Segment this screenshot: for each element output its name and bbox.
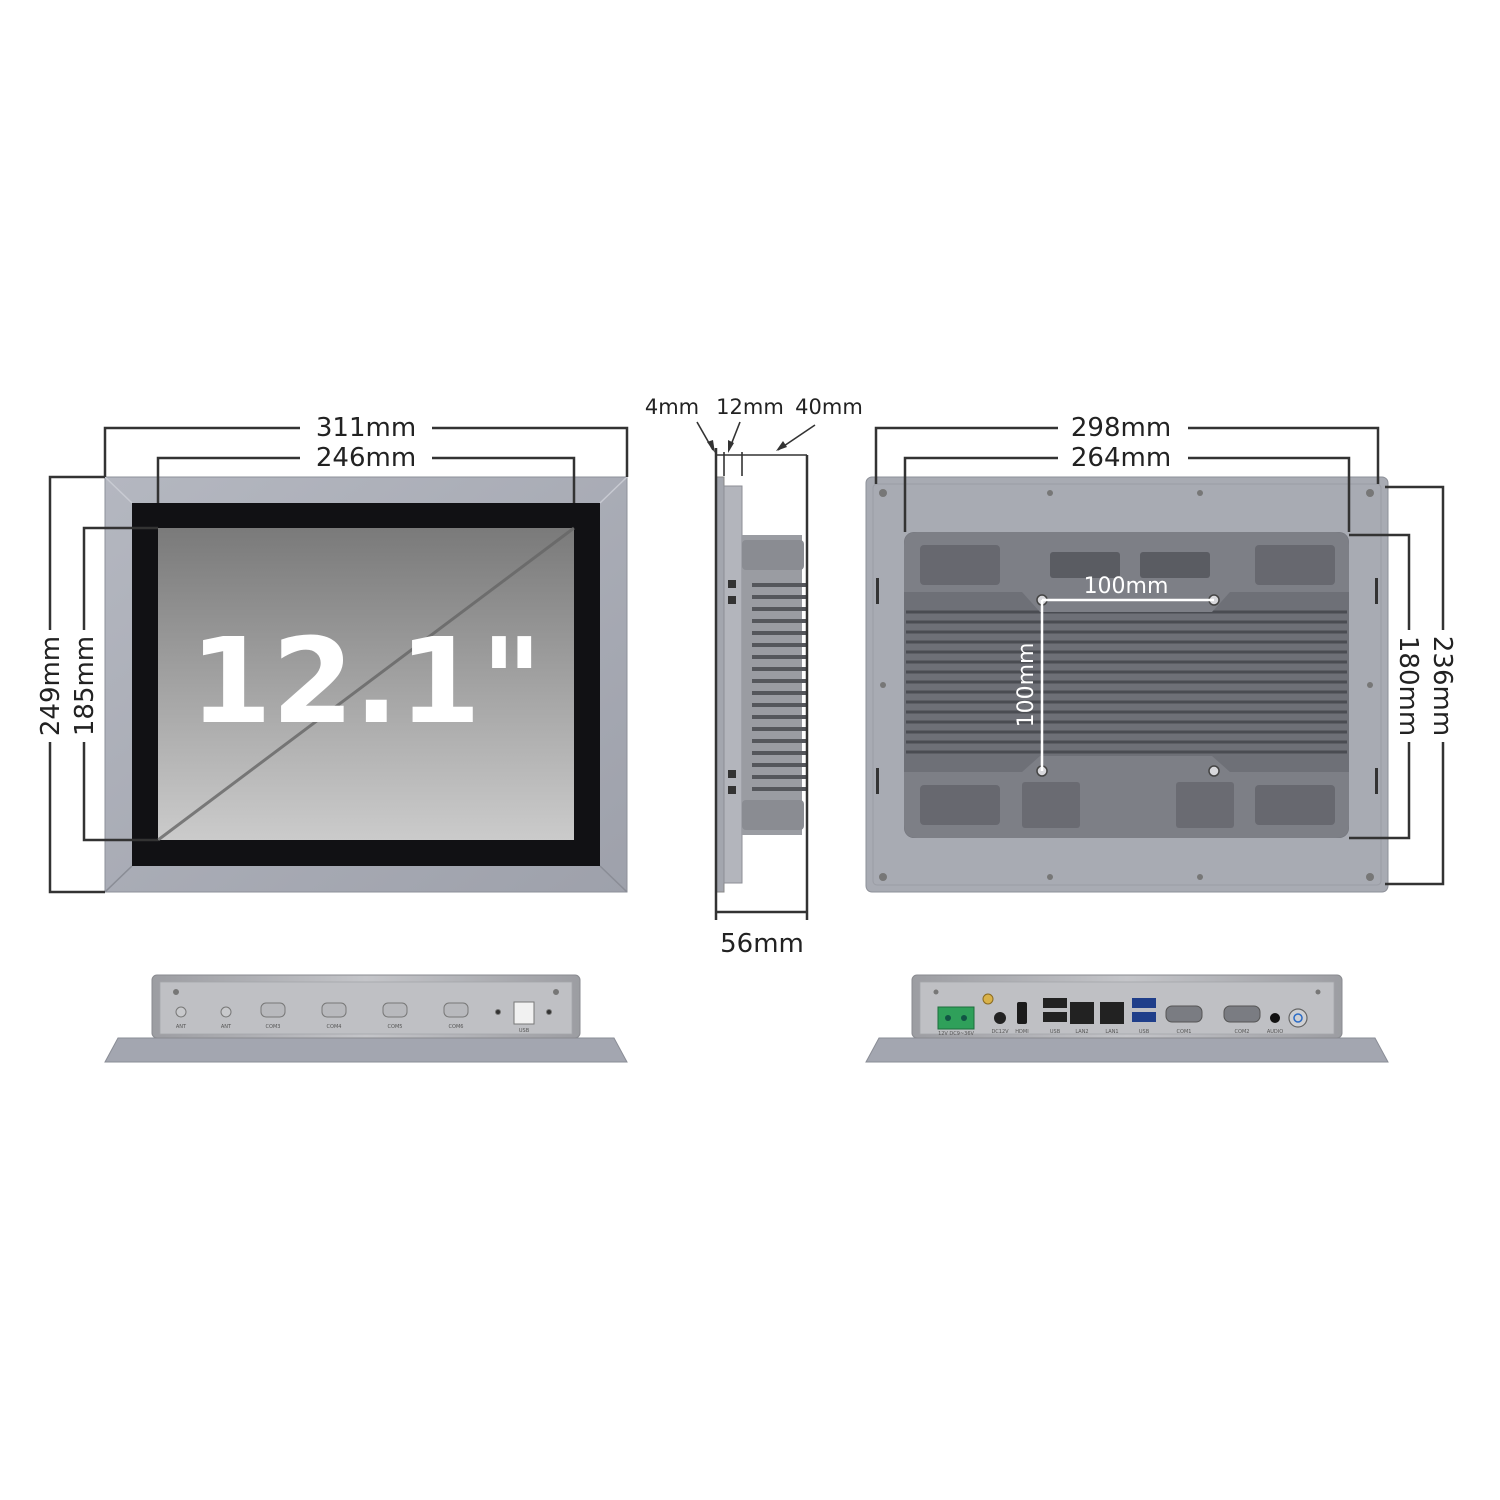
back-view (865, 476, 1389, 893)
side-dimensions (696, 421, 816, 920)
io-port-label: AUDIO (1267, 1029, 1283, 1035)
io-port-label: HDMI (1015, 1029, 1028, 1035)
bottom-port-label: COM4 (327, 1024, 342, 1030)
back-height-outer: 236mm (1427, 636, 1457, 736)
bottom-port-label: ANT (176, 1024, 187, 1030)
side-mid-dim: 12mm (716, 395, 784, 419)
bottom-view: ANT ANT COM3 COM4 COM5 COM6 USB (104, 974, 628, 1063)
io-port-label: COM1 (1177, 1029, 1192, 1035)
io-port-label: USB (1139, 1029, 1150, 1035)
back-width-inner: 264mm (1071, 443, 1171, 473)
io-port-label: DC12V (991, 1029, 1009, 1035)
side-heatsink-fins (752, 583, 806, 791)
screen-size-label: 12.1" (190, 612, 543, 750)
vesa-dimensions (1040, 598, 1214, 771)
front-view: 12.1" (104, 476, 628, 893)
side-body-dim: 40mm (795, 395, 863, 419)
back-dimensions (874, 426, 1445, 886)
side-arrowheads (707, 440, 787, 453)
front-width-inner: 246mm (316, 443, 416, 473)
vesa-vertical-dim: 100mm (1014, 643, 1039, 728)
front-height-outer: 249mm (36, 636, 66, 736)
back-width-outer: 298mm (1071, 413, 1171, 443)
back-height-inner: 180mm (1393, 636, 1423, 736)
bottom-port-label: USB (519, 1028, 530, 1034)
front-height-inner: 185mm (70, 636, 100, 736)
back-heatsink-fins (906, 610, 1347, 754)
io-port-label: COM2 (1235, 1029, 1250, 1035)
io-view: 12V DC9~36V DC12V HDMI USB LAN2 LAN1 USB… (865, 974, 1389, 1063)
io-port-label: LAN2 (1075, 1029, 1088, 1035)
side-view (715, 476, 806, 893)
io-port-label: LAN1 (1105, 1029, 1118, 1035)
bottom-port-label: COM6 (449, 1024, 464, 1030)
side-depth-dim: 56mm (720, 929, 804, 959)
front-dimensions (48, 426, 629, 894)
io-port-label: USB (1050, 1029, 1061, 1035)
bottom-port-label: ANT (221, 1024, 232, 1030)
bottom-port-label: COM3 (266, 1024, 281, 1030)
io-port-label: 12V DC9~36V (938, 1031, 974, 1037)
side-bezel-dim: 4mm (645, 395, 699, 419)
front-width-outer: 311mm (316, 413, 416, 443)
vesa-horizontal-dim: 100mm (1084, 574, 1169, 599)
bottom-port-label: COM5 (388, 1024, 403, 1030)
